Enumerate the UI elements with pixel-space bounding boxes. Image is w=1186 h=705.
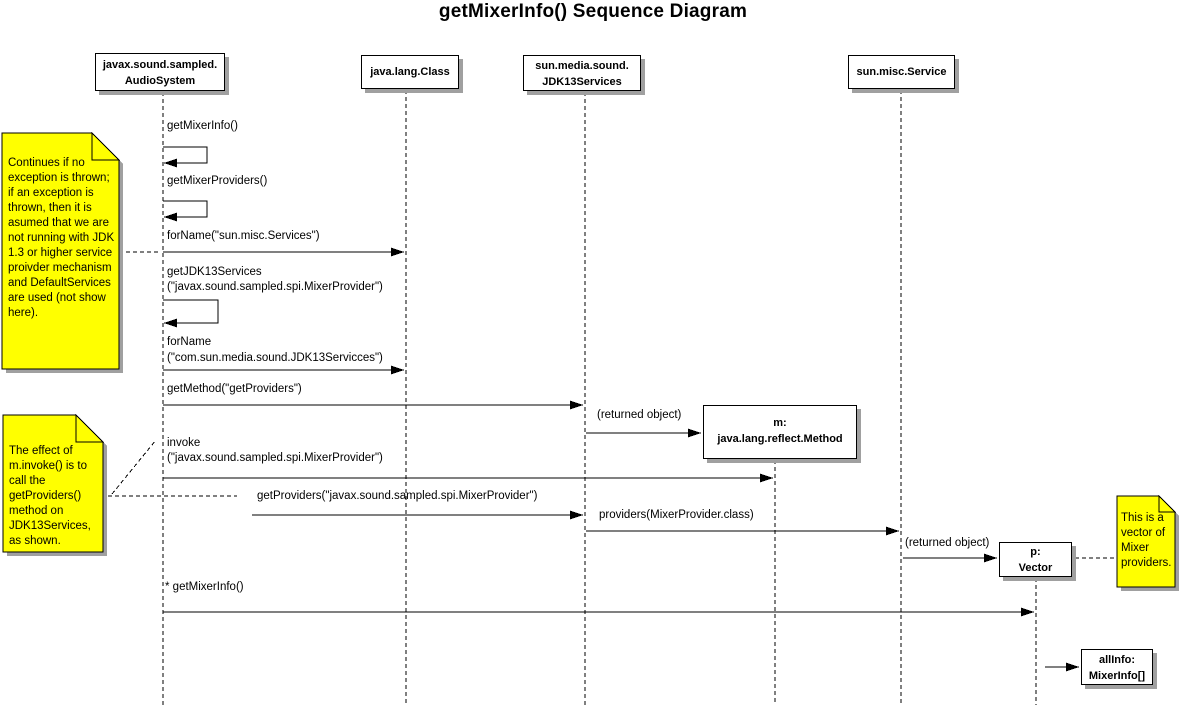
note-no-exception-text: Continues if no exception is thrown; if … xyxy=(8,157,115,319)
message-label-forname-jdk13-line2: ("com.sun.media.sound.JDK13Servicces") xyxy=(167,352,383,364)
message-label-star-getmixerinfo: * getMixerInfo() xyxy=(165,581,244,593)
message-label-getmethod: getMethod("getProviders") xyxy=(167,383,302,395)
message-label-getproviders: getProviders("javax.sound.sampled.spi.Mi… xyxy=(257,490,538,502)
lifeline-label: javax.sound.sampled. xyxy=(102,59,218,71)
message-label-invoke-line1: invoke xyxy=(167,437,201,449)
self-arrow-getmixerproviders xyxy=(163,200,208,222)
message-label-getjdk13-line2: ("javax.sound.sampled.spi.MixerProvider"… xyxy=(167,281,383,293)
lifeline-label: AudioSystem xyxy=(124,75,196,87)
lifeline-label: JDK13Services xyxy=(542,76,622,88)
lifeline-label: sun.media.sound. xyxy=(535,60,629,72)
self-arrow-getjdk13services xyxy=(163,299,219,328)
message-label-returned-object-method: (returned object) xyxy=(597,409,682,421)
message-label-invoke-line2: ("javax.sound.sampled.spi.MixerProvider"… xyxy=(167,452,383,464)
message-label-forname-services: forName("sun.misc.Services") xyxy=(167,230,320,242)
message-label-getjdk13-line1: getJDK13Services xyxy=(167,266,262,278)
object-label: m: xyxy=(773,417,787,429)
note-fold-icon xyxy=(75,413,105,443)
note-no-exception-shape xyxy=(1,131,123,373)
message-label-returned-object-vector: (returned object) xyxy=(905,537,990,549)
message-label-forname-jdk13-line1: forName xyxy=(167,336,212,348)
object-label: MixerInfo[] xyxy=(1088,670,1146,682)
object-label: p: xyxy=(1030,546,1041,558)
object-box-vector: p: Vector xyxy=(999,542,1072,577)
note-body xyxy=(1,132,120,370)
message-label-providers: providers(MixerProvider.class) xyxy=(599,509,754,521)
note-fold-icon xyxy=(1158,494,1177,513)
connector-note-invoke-diagonal xyxy=(111,439,157,495)
self-arrow-getmixerinfo xyxy=(163,146,208,168)
object-label: Vector xyxy=(1018,562,1053,574)
note-body xyxy=(1116,495,1176,588)
page-title: getMixerInfo() Sequence Diagram xyxy=(438,1,748,22)
note-vector-shape xyxy=(1116,494,1179,591)
note-fold-icon xyxy=(91,131,121,161)
object-box-allinfo: allInfo: MixerInfo[] xyxy=(1081,649,1153,685)
message-label-getmixerinfo: getMixerInfo() xyxy=(167,120,238,132)
object-label: java.lang.reflect.Method xyxy=(717,433,843,445)
object-box-method: m: java.lang.reflect.Method xyxy=(703,405,857,459)
lifeline-label: java.lang.Class xyxy=(370,66,450,78)
object-label: allInfo: xyxy=(1098,654,1136,666)
lifeline-head-service: sun.misc.Service xyxy=(848,55,955,89)
lifeline-head-class: java.lang.Class xyxy=(361,55,459,89)
note-vector-text: This is a vector of Mixer providers. xyxy=(1121,512,1172,569)
lifeline-label: sun.misc.Service xyxy=(856,66,947,78)
note-invoke-effect-shape xyxy=(2,413,107,556)
note-body xyxy=(2,414,104,553)
lifeline-head-jdk13services: sun.media.sound. JDK13Services xyxy=(523,55,641,91)
note-invoke-effect-text: The effect of m.invoke() is to call the … xyxy=(9,445,91,547)
message-label-getmixerproviders: getMixerProviders() xyxy=(167,175,268,187)
lifeline-head-audiosystem: javax.sound.sampled. AudioSystem xyxy=(95,53,225,91)
